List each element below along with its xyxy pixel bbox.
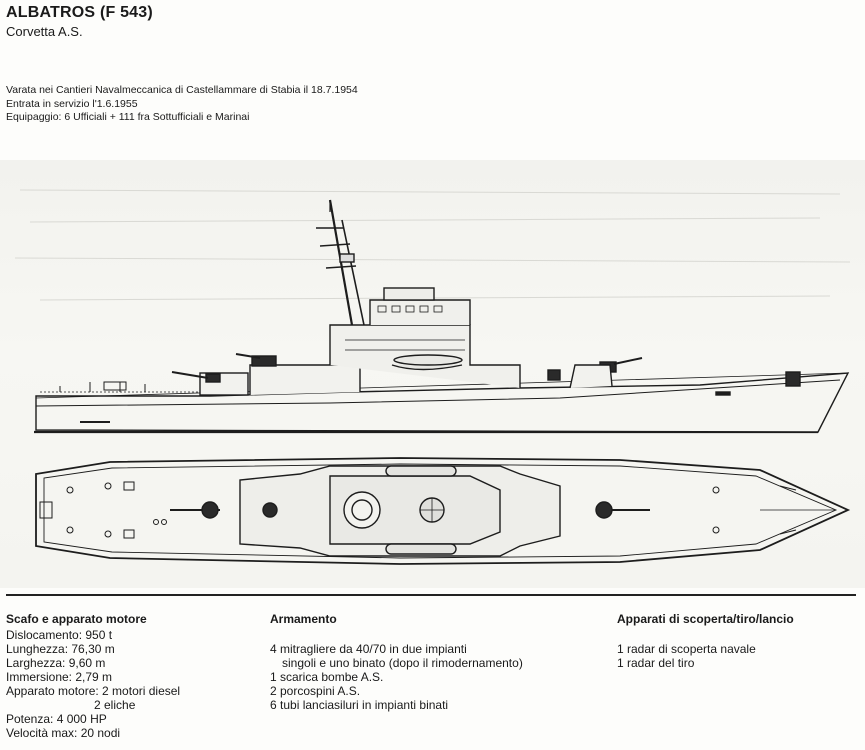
launch-info: Varata nei Cantieri Navalmeccanica di Ca… bbox=[6, 84, 358, 96]
armament-item: 1 scarica bombe A.S. bbox=[270, 670, 384, 684]
power: Potenza: 4 000 HP bbox=[6, 712, 107, 726]
scan-artifact-lines bbox=[14, 189, 851, 301]
beam: Larghezza: 9,60 m bbox=[6, 656, 106, 670]
propulsion: Apparato motore: 2 motori diesel bbox=[6, 684, 181, 698]
ship-type: Corvetta A.S. bbox=[6, 24, 83, 39]
armament-item: singoli e uno binato (dopo il rimodernam… bbox=[282, 656, 523, 670]
draught: Immersione: 2,79 m bbox=[6, 670, 113, 684]
displacement: Dislocamento: 950 t bbox=[6, 628, 113, 642]
max-speed: Velocità max: 20 nodi bbox=[6, 726, 121, 740]
length: Lunghezza: 76,30 m bbox=[6, 642, 115, 656]
ship-drawing-svg bbox=[14, 189, 851, 565]
armament-heading: Armamento bbox=[270, 612, 337, 626]
armament-item: 6 tubi lanciasiluri in impianti binati bbox=[270, 698, 449, 712]
side-profile-drawing bbox=[34, 199, 850, 434]
ship-title: ALBATROS (F 543) bbox=[6, 4, 153, 21]
armament-item: 2 porcospini A.S. bbox=[270, 684, 361, 698]
sensors-heading: Apparati di scoperta/tiro/lancio bbox=[617, 612, 794, 626]
sensors-section: Apparati di scoperta/tiro/lancio 1 radar… bbox=[617, 612, 794, 670]
top-plan-drawing bbox=[35, 457, 851, 565]
ship-history: Varata nei Cantieri Navalmeccanica di Ca… bbox=[6, 84, 358, 125]
armament-section: Armamento 4 mitragliere da 40/70 in due … bbox=[270, 612, 523, 712]
commission-info: Entrata in servizio l'1.6.1955 bbox=[6, 97, 138, 110]
crew-info: Equipaggio: 6 Ufficiali + 111 fra Sottuf… bbox=[6, 111, 250, 123]
section-divider bbox=[6, 594, 856, 596]
armament-item: 4 mitragliere da 40/70 in due impianti bbox=[270, 642, 467, 656]
hull-machinery-section: Scafo e apparato motore Dislocamento: 95… bbox=[6, 612, 180, 740]
sensor-item: 1 radar del tiro bbox=[617, 656, 695, 670]
sensor-item: 1 radar di scoperta navale bbox=[617, 642, 756, 656]
armament-list: 4 mitragliere da 40/70 in due impianti s… bbox=[270, 642, 523, 712]
hull-machinery-heading: Scafo e apparato motore bbox=[6, 612, 147, 626]
sensors-list: 1 radar di scoperta navale 1 radar del t… bbox=[617, 642, 794, 670]
propellers: 2 eliche bbox=[94, 698, 136, 712]
ship-drawing bbox=[0, 160, 865, 588]
